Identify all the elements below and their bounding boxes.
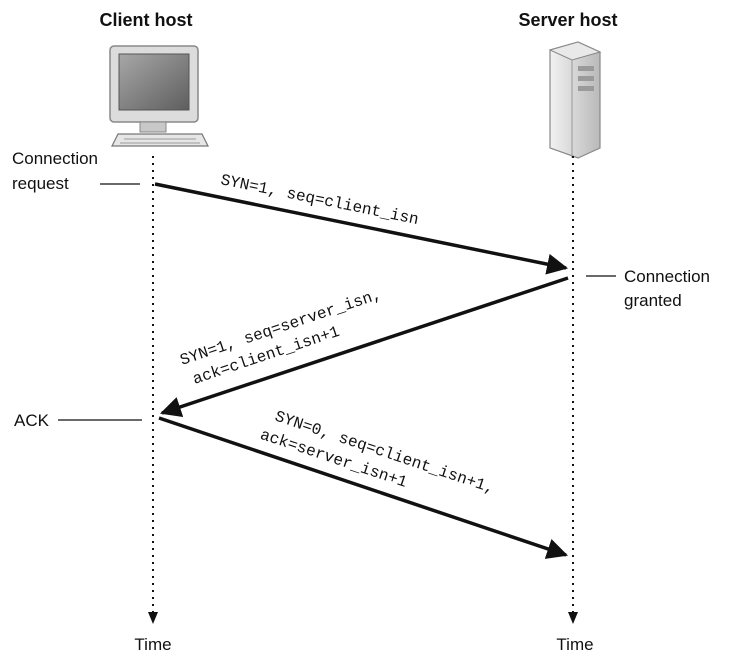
connection-granted-label-line2: granted [624, 291, 682, 310]
connection-granted-label-line1: Connection [624, 267, 710, 286]
ack-arrow [158, 416, 568, 559]
client-host-title: Client host [100, 10, 193, 30]
server-tower-icon [548, 41, 602, 159]
server-host-title: Server host [518, 10, 617, 30]
client-computer-icon [109, 45, 209, 147]
connection-request-label-line1: Connection [12, 149, 98, 168]
client-time-label: Time [134, 635, 171, 654]
client-timeline-arrowhead [148, 612, 158, 624]
syn-arrow [154, 182, 569, 275]
syn-message-label: SYN=1, seq=client_isn [219, 171, 420, 229]
server-time-label: Time [556, 635, 593, 654]
server-timeline-arrowhead [568, 612, 578, 624]
connection-request-label-line2: request [12, 174, 69, 193]
synack-arrow [160, 276, 569, 418]
ack-event-label: ACK [14, 411, 50, 430]
